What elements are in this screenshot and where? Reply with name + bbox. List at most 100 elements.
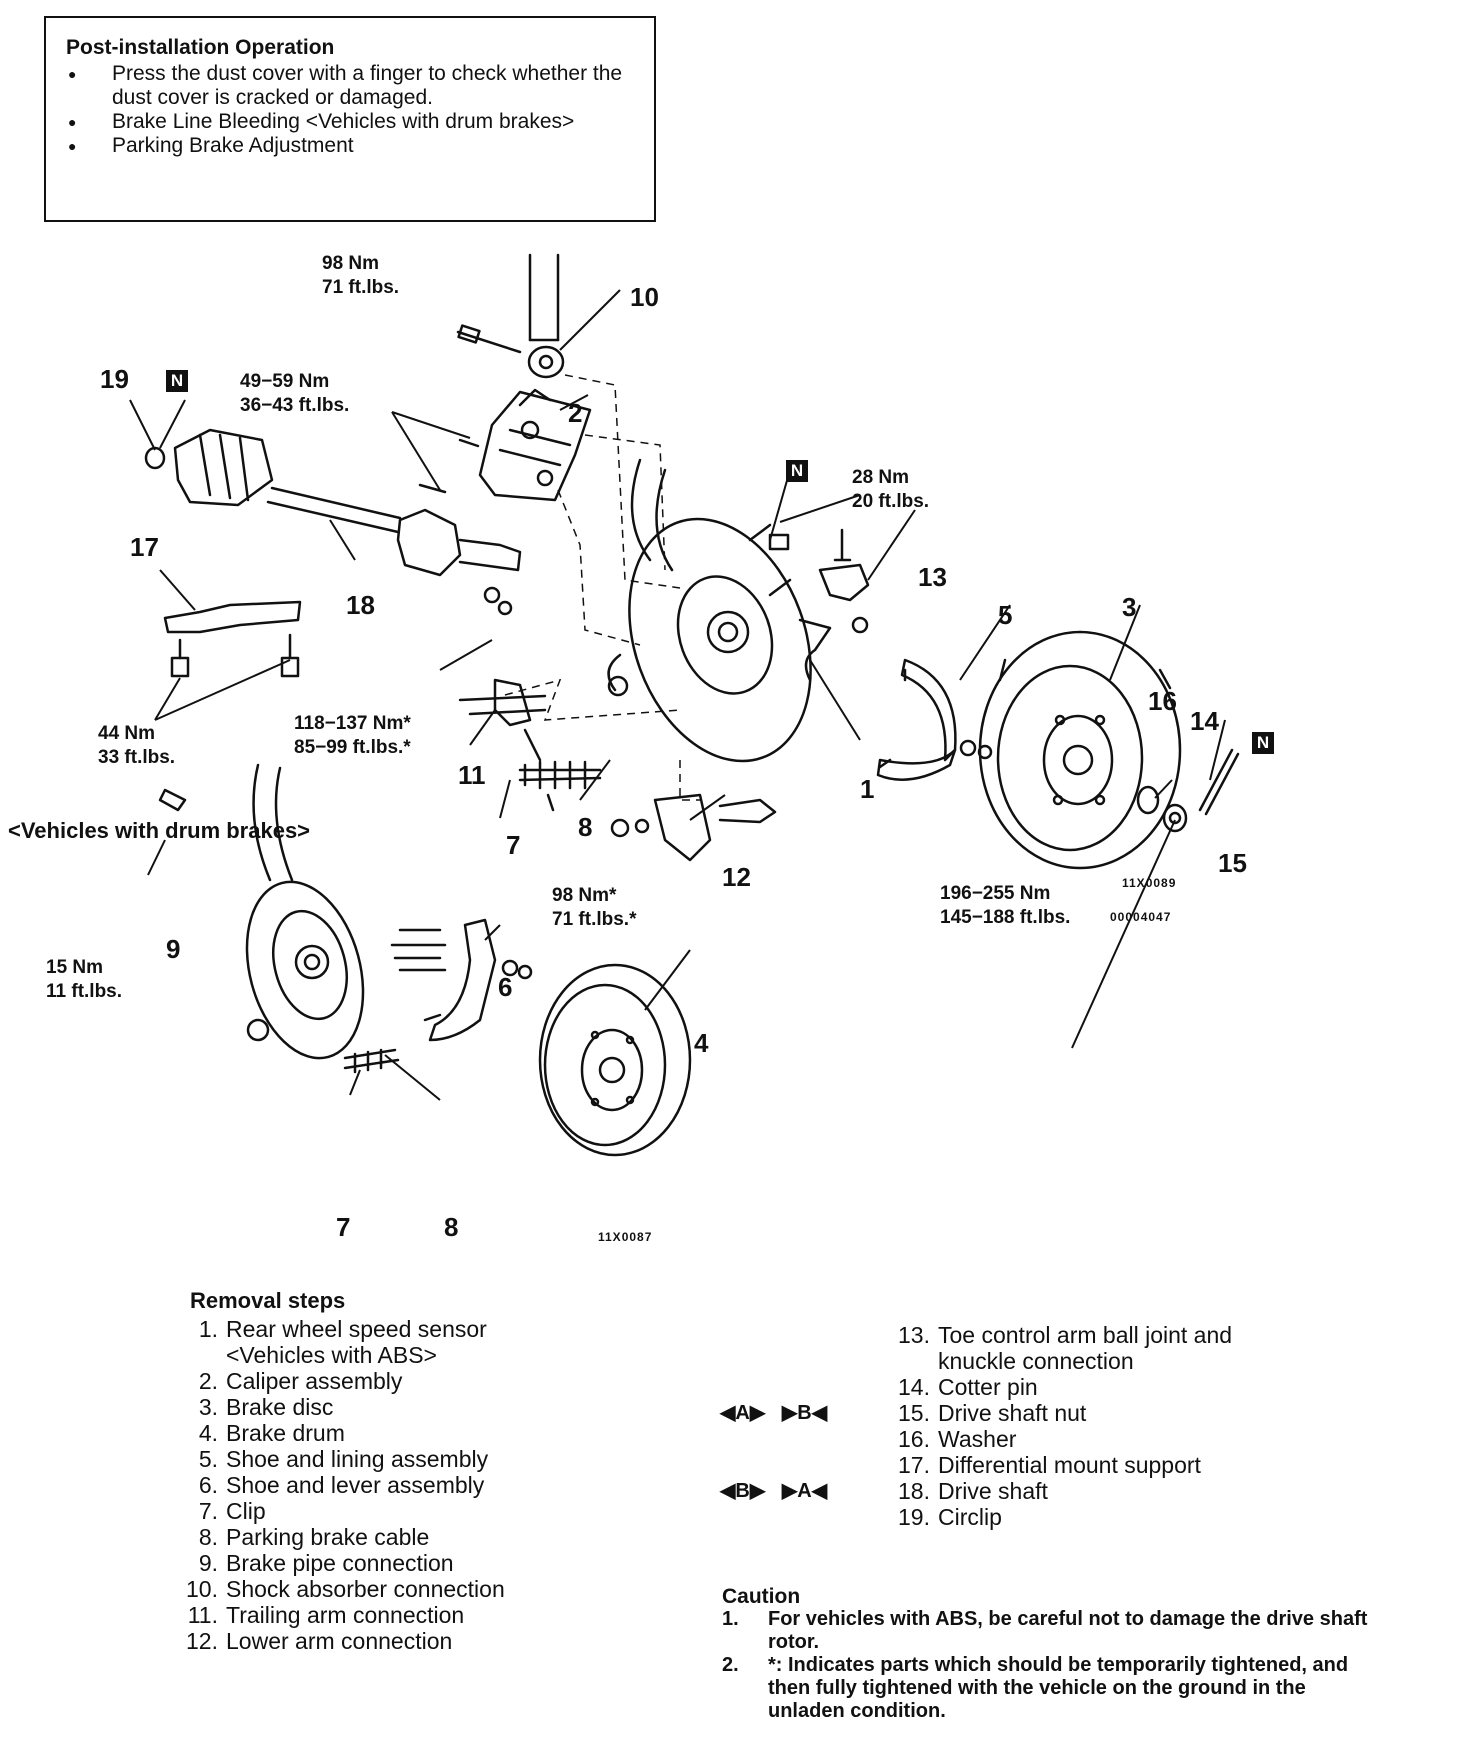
post-installation-item: Press the dust cover with a finger to ch… <box>64 62 652 110</box>
torque-diff-support: 44 Nm 33 ft.lbs. <box>98 722 175 770</box>
callout-15: 15 <box>1218 848 1247 878</box>
caution-list: 1. For vehicles with ABS, be careful not … <box>722 1608 1382 1723</box>
torque-nm: 196−255 Nm <box>940 883 1051 904</box>
step-number: 13. <box>898 1322 930 1348</box>
step-number: 6. <box>198 1472 218 1498</box>
step-text: Circlip <box>938 1504 1002 1530</box>
removal-step: 7.Clip <box>178 1498 505 1524</box>
step-text: Drive shaft nut <box>938 1400 1087 1426</box>
post-installation-item: Parking Brake Adjustment <box>64 134 652 158</box>
torque-ftlbs: 85−99 ft.lbs.* <box>294 737 411 758</box>
callout-1: 1 <box>860 774 875 804</box>
torque-ftlbs: 71 ft.lbs. <box>322 277 400 298</box>
caution-number: 2. <box>722 1654 739 1676</box>
removal-step: ◀A▶ ▶B◀15.Drive shaft nut <box>720 1400 1232 1426</box>
step-number: 18. <box>898 1478 930 1504</box>
torque-ftlbs: 33 ft.lbs. <box>98 747 176 768</box>
callout-6: 6 <box>498 972 513 1002</box>
post-installation-list: Press the dust cover with a finger to ch… <box>64 62 652 158</box>
callout-4: 4 <box>694 1028 709 1058</box>
step-text: Clip <box>226 1498 266 1524</box>
removal-step: 6. Shoe and lever assembly <box>178 1472 505 1498</box>
diff-support-drawing <box>163 600 302 678</box>
post-installation-title: Post-installation Operation <box>66 36 335 59</box>
removal-step: 13. Toe control arm ball joint and knuckl… <box>890 1322 1232 1374</box>
step-text: Trailing arm connection <box>226 1602 465 1628</box>
torque-brake-pipe: 15 Nm 11 ft.lbs. <box>46 956 122 1004</box>
torque-ftlbs: 71 ft.lbs.* <box>552 909 637 930</box>
removal-step: 8.Parking brake cable <box>178 1524 505 1550</box>
callout-7: 7 <box>506 830 521 860</box>
callout-17: 17 <box>130 532 159 562</box>
callout-16: 16 <box>1148 686 1177 716</box>
removal-steps-right: 13. Toe control arm ball joint and knuckl… <box>720 1322 1232 1530</box>
torque-ball-joint-nut: 28 Nm 20 ft.lbs. <box>852 466 929 514</box>
exploded-view-illustration <box>129 253 1240 1157</box>
callout-8b: 8 <box>444 1212 459 1242</box>
callout-10: 10 <box>630 282 659 312</box>
non-reusable-badge: N <box>786 460 808 482</box>
callout-8: 8 <box>578 812 593 842</box>
step-number: 12. <box>186 1628 218 1654</box>
torque-lower-arm: 98 Nm* 71 ft.lbs.* <box>552 884 636 932</box>
step-text: Brake disc <box>226 1394 334 1420</box>
torque-trailing-arm: 118−137 Nm* 85−99 ft.lbs.* <box>294 712 411 760</box>
removal-step: 9. Brake pipe connection <box>178 1550 505 1576</box>
step-text: Lower arm connection <box>226 1628 453 1654</box>
removal-step: 19. Circlip <box>890 1504 1232 1530</box>
removal-step: 10.Shock absorber connection <box>178 1576 505 1602</box>
step-number: 14. <box>898 1374 930 1400</box>
caution-text: For vehicles with ABS, be careful not to… <box>768 1608 1368 1653</box>
step-text: Shoe and lever assembly <box>226 1472 485 1498</box>
drum-brakes-heading: <Vehicles with drum brakes> <box>8 818 311 843</box>
step-number: 17. <box>898 1452 930 1478</box>
torque-ftlbs: 36−43 ft.lbs. <box>240 395 350 416</box>
figure-code: 11X0087 <box>598 1230 653 1244</box>
step-text: Brake pipe connection <box>226 1550 454 1576</box>
removal-steps-title: Removal steps <box>190 1288 346 1313</box>
step-number: 19. <box>898 1504 930 1530</box>
step-text: Parking brake cable <box>226 1524 430 1550</box>
torque-ftlbs: 20 ft.lbs. <box>852 491 930 512</box>
caution-number: 1. <box>722 1608 739 1630</box>
brake-drum-drawing <box>538 963 692 1157</box>
knuckle-backing-plate-drawing <box>607 458 812 763</box>
non-reusable-badge: N <box>1252 732 1274 754</box>
step-text: Washer <box>938 1426 1017 1452</box>
torque-nm: 44 Nm <box>98 723 156 744</box>
shoe-lining-drawing <box>876 658 993 781</box>
caution-item: 1. For vehicles with ABS, be careful not … <box>722 1608 1382 1654</box>
drive-shaft-drawing <box>144 428 522 577</box>
step-text: Shoe and lining assembly <box>226 1446 489 1472</box>
step-number: 9. <box>198 1550 218 1576</box>
torque-nm: 49−59 Nm <box>240 371 330 392</box>
step-text: Brake drum <box>226 1420 345 1446</box>
torque-nm: 98 Nm <box>322 253 380 274</box>
step-number: 2. <box>198 1368 218 1394</box>
non-reusable-badge: N <box>166 370 188 392</box>
drum-shoe-drawing <box>390 918 533 1042</box>
removal-step: 12. Lower arm connection <box>178 1628 505 1654</box>
step-text: Toe control arm ball joint and knuckle c… <box>938 1322 1233 1374</box>
torque-ftlbs: 11 ft.lbs. <box>46 981 123 1002</box>
drum-cable-drawing <box>343 1048 400 1074</box>
torque-nm: 15 Nm <box>46 957 104 978</box>
step-number: 11. <box>187 1602 218 1628</box>
step-number: 5. <box>198 1446 218 1472</box>
caution-text: *: Indicates parts which should be tempo… <box>768 1654 1349 1722</box>
drum-backing-plate-drawing <box>158 763 365 1060</box>
removal-step: 11. Trailing arm connection <box>178 1602 505 1628</box>
callout-7b: 7 <box>336 1212 351 1242</box>
callout-19: 19 <box>100 364 129 394</box>
torque-drive-shaft-nut: 196−255 Nm 145−188 ft.lbs. <box>940 882 1070 930</box>
caution-title: Caution <box>722 1585 801 1608</box>
removal-step: 1. Rear wheel speed sensor <Vehicles with… <box>178 1316 505 1368</box>
removal-step: 17.Differential mount support <box>890 1452 1232 1478</box>
caliper-drawing <box>418 388 592 502</box>
lower-arm-bracket-drawing <box>610 793 777 862</box>
step-number: 1. <box>198 1316 218 1342</box>
removal-step: 14.Cotter pin <box>890 1374 1232 1400</box>
step-text: Rear wheel speed sensor <Vehicles with A… <box>226 1316 487 1368</box>
callout-14: 14 <box>1190 706 1219 736</box>
step-text: Caliper assembly <box>226 1368 403 1394</box>
